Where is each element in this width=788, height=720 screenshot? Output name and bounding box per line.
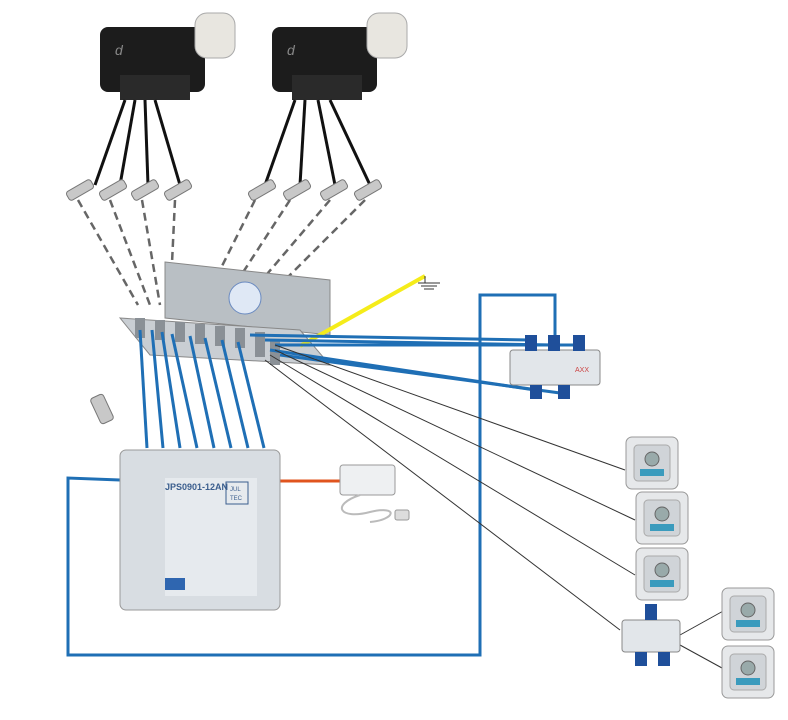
lnb-icon [99, 12, 236, 101]
small-splitter-icon [621, 604, 681, 666]
splitter-icon: AXX [509, 335, 601, 399]
ground-symbol-icon [418, 276, 440, 290]
wall-outlet-icon [721, 645, 775, 699]
wall-outlet-icon [635, 547, 689, 601]
outlet-cables [264, 344, 726, 669]
f-adapter-icon [90, 393, 114, 425]
lnb-cables [93, 99, 372, 186]
ground-wire [299, 274, 426, 348]
power-supply-icon [339, 464, 410, 523]
brand-label: JUL [230, 487, 241, 493]
wall-outlet-icon [625, 436, 679, 490]
coax-cables [66, 293, 580, 657]
wall-outlet-icon [635, 491, 689, 545]
brand-label: TEC [230, 496, 243, 502]
multiswitch: JPS0901-12AN JUL TEC [119, 449, 281, 611]
splitter-brand: AXX [575, 367, 589, 374]
lnb-icon [271, 12, 408, 101]
multiswitch-model: JPS0901-12AN [165, 482, 228, 492]
wall-outlet-icon [721, 587, 775, 641]
